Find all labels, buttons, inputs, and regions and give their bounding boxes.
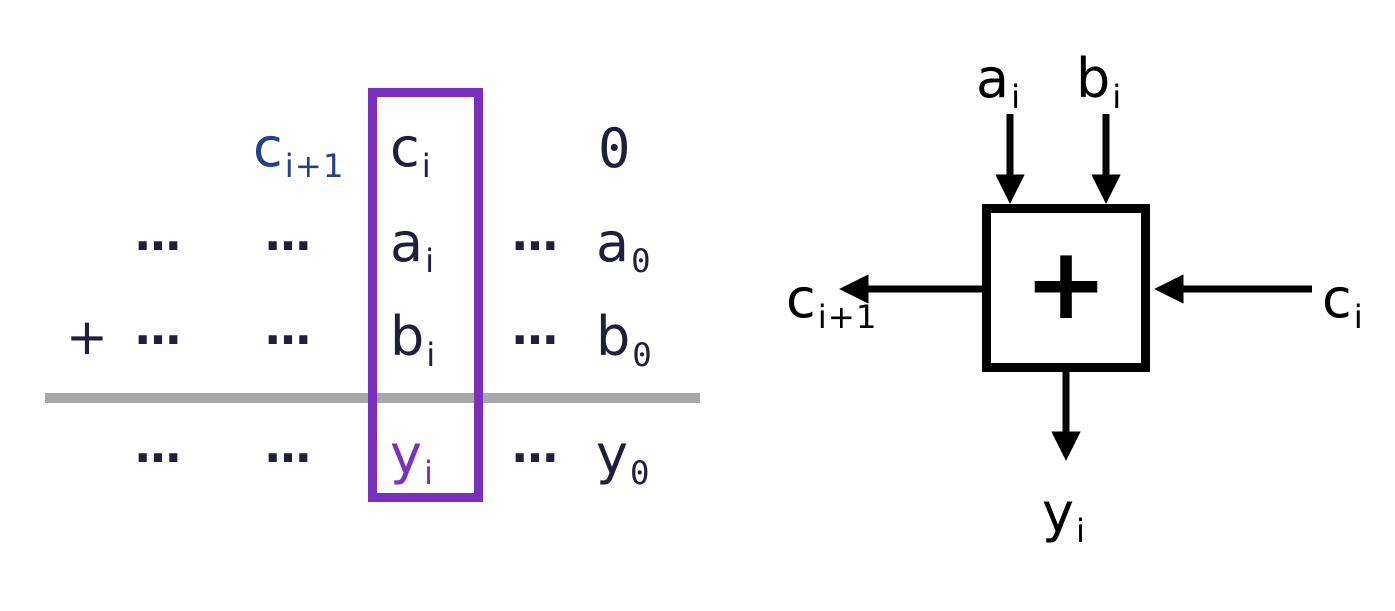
symbol-base: b xyxy=(1076,47,1111,110)
ellipsis: … xyxy=(265,419,312,473)
digit-y-0: y0 xyxy=(596,428,650,490)
digit-y-i: yi xyxy=(390,428,434,490)
symbol-subscript: i xyxy=(1011,78,1022,117)
symbol-base: a xyxy=(976,47,1010,110)
symbol-base: c xyxy=(786,267,816,330)
ellipsis: … xyxy=(135,301,182,355)
symbol-base: y xyxy=(390,423,422,486)
column-highlight-box xyxy=(368,88,483,502)
adder-plus-label: + xyxy=(1024,225,1108,342)
symbol-base: c xyxy=(1322,267,1352,330)
carry-out-label: ci+1 xyxy=(786,272,877,334)
symbol-subscript: 0 xyxy=(631,242,652,281)
symbol-base: a xyxy=(390,211,424,274)
symbol-subscript: i xyxy=(425,242,436,281)
symbol-subscript: i xyxy=(426,336,437,375)
symbol-subscript: i xyxy=(423,454,434,493)
symbol-base: c xyxy=(390,116,420,179)
symbol-subscript: 0 xyxy=(632,336,653,375)
carry-i-label: ci xyxy=(390,121,432,183)
symbol-subscript: i xyxy=(1075,512,1086,551)
symbol-base: b xyxy=(390,305,425,368)
ellipsis: … xyxy=(265,207,312,261)
plus-operator: + xyxy=(66,308,108,366)
symbol-base: c xyxy=(253,116,283,179)
ellipsis: … xyxy=(135,207,182,261)
input-a-label: ai xyxy=(976,52,1021,114)
symbol-base: y xyxy=(596,423,628,486)
carry-in-label: ci xyxy=(1322,272,1364,334)
symbol-base: y xyxy=(1042,481,1074,544)
ellipsis: … xyxy=(135,419,182,473)
symbol-subscript: i+1 xyxy=(817,298,878,337)
digit-a-0: a0 xyxy=(596,216,652,278)
symbol-subscript: i+1 xyxy=(284,147,345,186)
digit-a-i: ai xyxy=(390,216,435,278)
ellipsis: … xyxy=(265,301,312,355)
adder-box: + xyxy=(982,204,1150,372)
symbol-subscript: i xyxy=(1112,78,1123,117)
output-label: yi xyxy=(1042,486,1086,548)
digit-b-i: bi xyxy=(390,310,436,372)
carry-next-label: ci+1 xyxy=(253,121,344,183)
ellipsis: … xyxy=(512,207,559,261)
leading-zero-label: 0 xyxy=(598,117,631,180)
symbol-subscript: i xyxy=(421,147,432,186)
ellipsis: … xyxy=(512,301,559,355)
symbol-subscript: 0 xyxy=(629,454,651,493)
symbol-base: b xyxy=(596,305,631,368)
ellipsis: … xyxy=(512,419,559,473)
symbol-base: a xyxy=(596,211,630,274)
symbol-subscript: i xyxy=(1353,298,1364,337)
input-b-label: bi xyxy=(1076,52,1122,114)
digit-b-0: b0 xyxy=(596,310,653,372)
